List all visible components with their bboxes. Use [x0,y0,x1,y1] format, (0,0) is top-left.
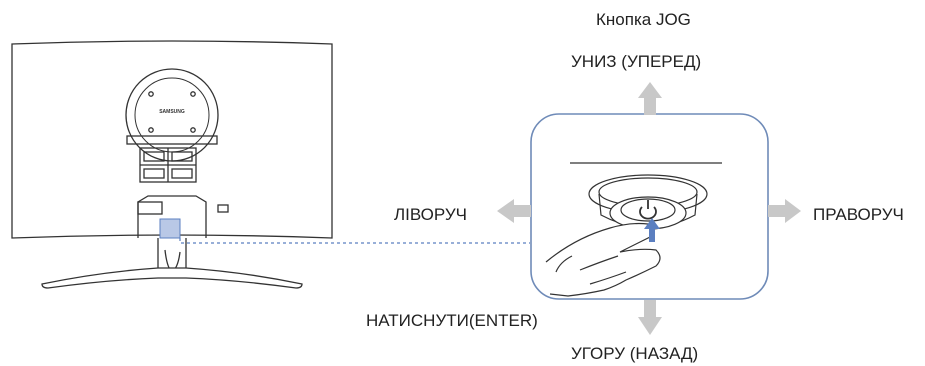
arrow-down-icon [638,300,662,335]
left-label: ЛІВОРУЧ [394,205,467,224]
press-arrow-icon [644,218,660,242]
monitor-back-view [11,40,333,289]
arrow-up-icon [638,82,662,115]
hand-illustration [545,222,661,297]
power-icon [639,200,657,220]
arrow-right-icon [768,199,801,223]
brand-logo: SAMSUNG [159,109,185,115]
jog-button-highlight [159,218,181,239]
press-enter-label: НАТИСНУТИ(ENTER) [366,311,538,330]
arrow-left-icon [497,199,531,223]
right-label: ПРАВОРУЧ [813,205,904,224]
down-forward-label: УНИЗ (УПЕРЕД) [571,52,702,71]
up-back-label: УГОРУ (НАЗАД) [571,344,699,363]
jog-button-label: Кнопка JOG [596,10,691,29]
callout-line [179,238,530,244]
